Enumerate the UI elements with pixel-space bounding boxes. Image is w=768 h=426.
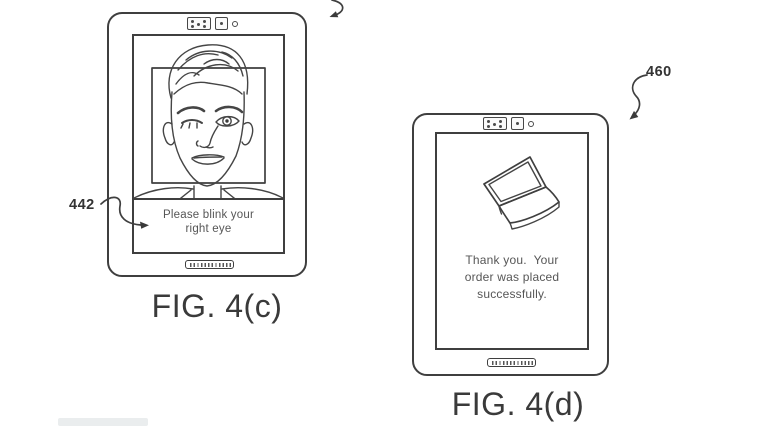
figure-caption-4c: FIG. 4(c) — [151, 288, 283, 324]
ir-dot-projector-icon — [483, 117, 507, 130]
message-line-2: order was placed — [464, 270, 560, 284]
figure-caption-4d: FIG. 4(d) — [451, 386, 585, 422]
tablet-device-fig4d: Thank you. Your order was placed success… — [412, 113, 609, 376]
home-button-bar — [185, 260, 234, 269]
laptop-icon — [483, 156, 560, 230]
leader-arrow-442 — [100, 196, 149, 229]
message-line-3: successfully. — [477, 287, 547, 301]
home-button-bar — [487, 358, 536, 367]
ir-dot-projector-icon — [187, 17, 211, 30]
cropped-bottom-bar — [58, 418, 148, 426]
winking-face-illustration — [134, 44, 283, 198]
sensor-dot-icon — [528, 120, 534, 127]
reference-number-442: 442 — [69, 197, 95, 213]
sensor-dot-icon — [232, 20, 238, 27]
prompt-line-2: right eye — [185, 223, 232, 235]
leader-arrow-top — [329, 0, 344, 18]
camera-preview-area — [134, 36, 283, 200]
leader-arrow-460 — [629, 74, 648, 120]
prompt-line-1: Please blink your — [163, 209, 254, 221]
front-camera-icon — [511, 117, 524, 130]
screen-fig4c: Please blink your right eye — [132, 34, 285, 254]
front-camera-icon — [215, 17, 228, 30]
screen-message-text: Thank you. Your order was placed success… — [437, 252, 587, 303]
face-detection-box — [151, 67, 266, 184]
reference-number-460: 460 — [646, 64, 672, 80]
tablet-device-fig4c: Please blink your right eye — [107, 12, 307, 277]
screen-fig4d: Thank you. Your order was placed success… — [435, 132, 589, 350]
screen-prompt-text: Please blink your right eye — [134, 208, 283, 236]
camera-sensor-cluster — [483, 117, 534, 130]
message-line-1: Thank you. Your — [465, 253, 559, 267]
camera-sensor-cluster — [187, 17, 238, 30]
